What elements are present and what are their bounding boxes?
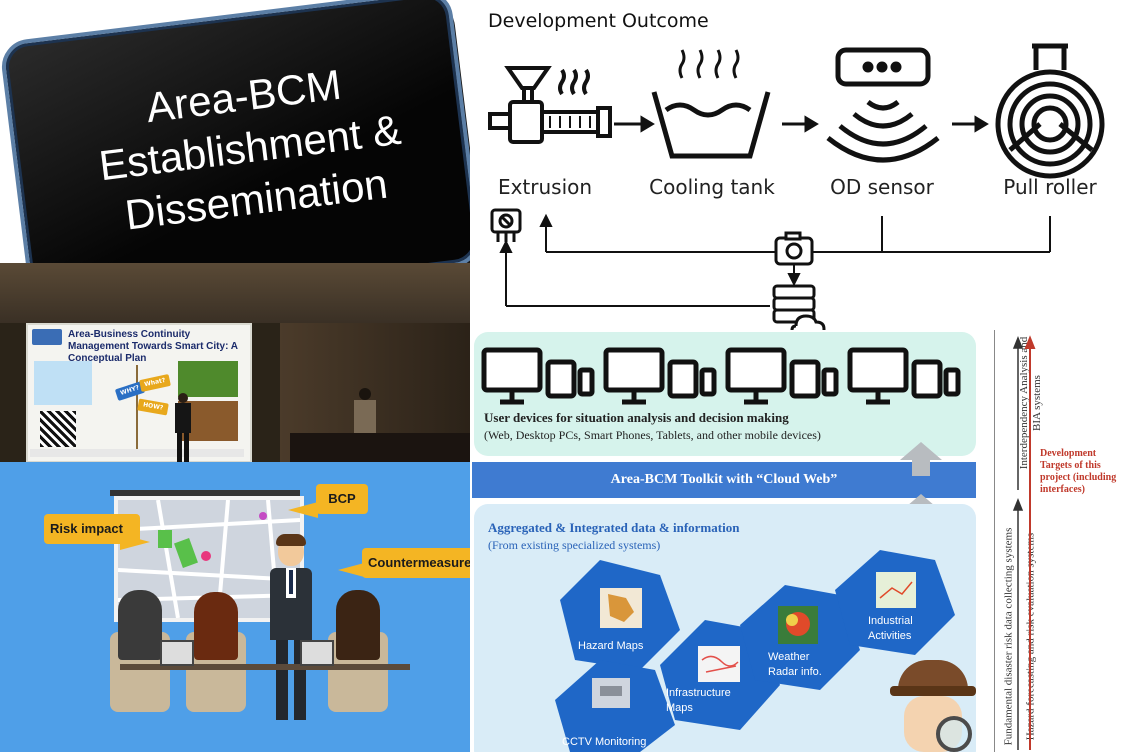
- conference-photo: Area-Business Continuity Management Towa…: [0, 263, 470, 463]
- bcm-panel: Area-BCM Establishment & Dissemination: [0, 0, 470, 300]
- pull-roller-icon: [995, 43, 1105, 179]
- development-targets-label: Development Targets of this project (inc…: [1040, 448, 1117, 495]
- devices-title: User devices for situation analysis and …: [484, 410, 789, 425]
- stage-label-cooling-tank: Cooling tank: [649, 175, 775, 199]
- attendee-left: [118, 590, 162, 660]
- callout-countermeasure: Countermeasure: [362, 548, 470, 578]
- infrastructure-map-thumb: [698, 646, 740, 682]
- arrow-3-icon: [952, 115, 989, 133]
- callout-bcp: BCP: [316, 484, 368, 514]
- development-outcome-panel: Development Outcome: [470, 0, 1122, 330]
- devices-subtitle: (Web, Desktop PCs, Smart Phones, Tablets…: [484, 428, 821, 442]
- up-arrow-top-icon: [900, 442, 942, 476]
- presenter: [172, 393, 194, 463]
- cooling-tank-icon: [651, 49, 771, 159]
- slide-textbox: [34, 361, 92, 405]
- hex-label-industrial-activities: Industrial Activities: [868, 615, 913, 642]
- phone-icon-1: [577, 367, 595, 397]
- device-icons: [481, 347, 961, 405]
- audience-member: [350, 388, 380, 463]
- phone-icon-4: [943, 367, 961, 397]
- slide-logo: [32, 329, 62, 345]
- callout-pointer-countermeasure: [338, 562, 368, 578]
- sign-what: What?: [139, 374, 171, 392]
- hex-label-cctv: CCTV Monitoring: [562, 736, 647, 748]
- hex-label-weather-radar: Weather Radar info.: [768, 651, 822, 678]
- hex-label-infrastructure-maps: Infrastructure Maps: [666, 687, 731, 714]
- audience-row: [290, 433, 470, 463]
- slide-title: Area-Business Continuity Management Towa…: [68, 329, 238, 364]
- hazard-map-shape: [608, 594, 634, 622]
- desktop-icon-1: [481, 347, 543, 405]
- phone-icon-2: [699, 367, 717, 397]
- signpost: [136, 365, 138, 457]
- od-sensor-icon: [826, 47, 940, 163]
- detective-character-icon: [890, 660, 980, 752]
- arrow-2-icon: [782, 115, 819, 133]
- phone-icon-3: [821, 367, 839, 397]
- qr-code-icon: [40, 411, 76, 447]
- camera-icon: [774, 231, 814, 266]
- tablet-icon-2: [667, 359, 699, 399]
- side-arrows: [1012, 335, 1036, 750]
- laptop-right-icon: [300, 640, 334, 666]
- hex-label-hazard-maps: Hazard Maps: [578, 640, 644, 652]
- attendee-middle: [194, 592, 238, 660]
- data-subtitle: (From existing specialized systems): [488, 538, 661, 552]
- arrow-1-icon: [614, 115, 655, 133]
- callout-pointer-bcp: [288, 502, 318, 518]
- extrusion-icon: [488, 66, 612, 144]
- data-title: Aggregated & Integrated data & informati…: [488, 520, 740, 535]
- callout-risk-impact: Risk impact: [44, 514, 140, 544]
- slide-green-box: [178, 361, 238, 397]
- tablet-icon-1: [545, 359, 577, 399]
- side-divider: [994, 330, 995, 752]
- control-knob-icon: [490, 208, 522, 242]
- attendee-right: [336, 590, 380, 660]
- tablet-icon-3: [789, 359, 821, 399]
- toolkit-bar: Area-BCM Toolkit with “Cloud Web”: [472, 462, 976, 498]
- laptop-left-icon: [160, 640, 194, 666]
- presenter-figure: [268, 534, 314, 726]
- toolkit-panel: User devices for situation analysis and …: [470, 330, 1122, 752]
- outcome-title: Development Outcome: [488, 10, 709, 32]
- desktop-icon-3: [725, 347, 787, 405]
- tablet-icon-4: [911, 359, 943, 399]
- data-hexagons: [555, 550, 955, 752]
- process-diagram: [488, 43, 1105, 330]
- slide-footer: [30, 449, 244, 457]
- sign-how: HOW?: [137, 398, 169, 416]
- stage-label-extrusion: Extrusion: [497, 175, 593, 199]
- ceiling: [0, 263, 470, 323]
- meeting-illustration: Risk impact BCP Countermeasure: [0, 462, 470, 752]
- projection-screen: Area-Business Continuity Management Towa…: [26, 323, 252, 463]
- stage-label-pull-roller: Pull roller: [1003, 175, 1097, 199]
- desktop-icon-2: [603, 347, 665, 405]
- meeting-table: [120, 664, 410, 670]
- board-rail: [110, 490, 300, 496]
- desktop-icon-4: [847, 347, 909, 405]
- cloud-server-icon: [772, 284, 826, 330]
- stage-label-od-sensor: OD sensor: [830, 175, 934, 199]
